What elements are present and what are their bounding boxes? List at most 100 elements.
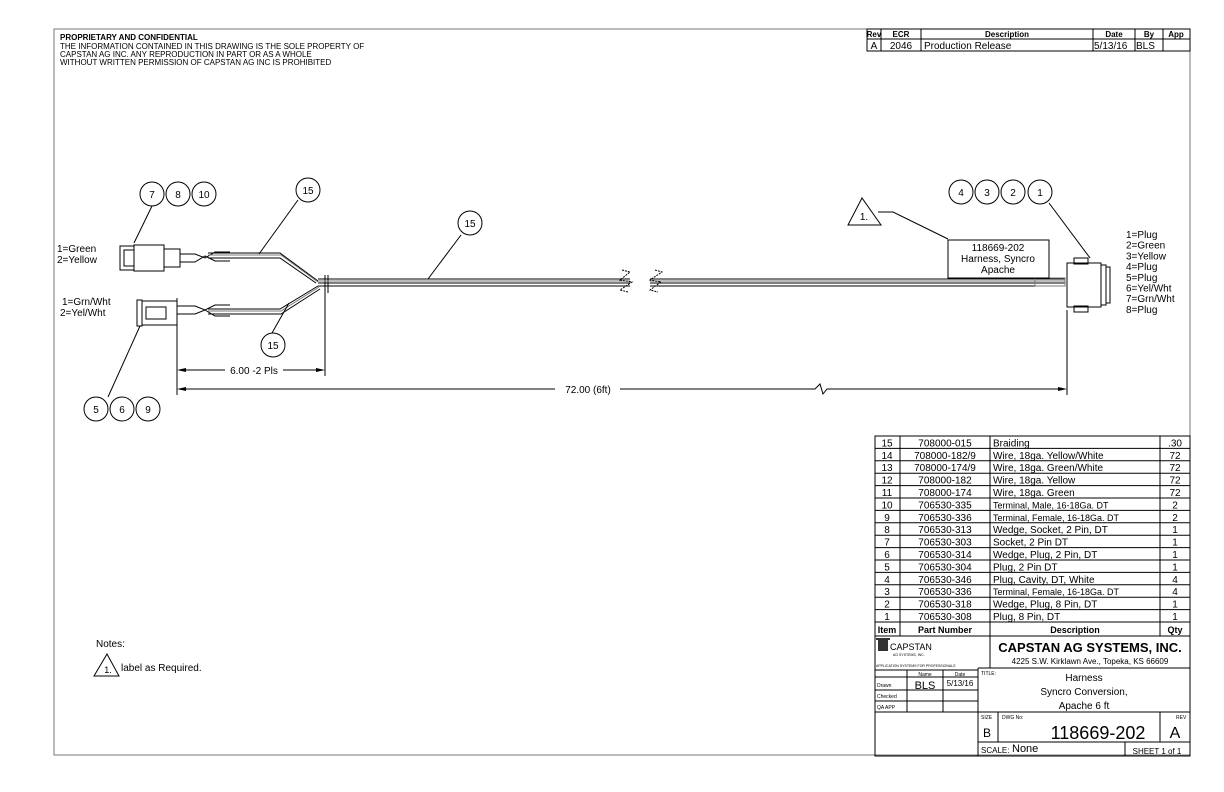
pin-label: 5=Plug xyxy=(1126,273,1157,284)
rev-by: BLS xyxy=(1136,41,1155,52)
bom-header-part: Part Number xyxy=(918,625,973,635)
bom-qty: 72 xyxy=(1169,488,1181,499)
drawing-border xyxy=(53,28,1191,756)
bom-description: Plug, Cavity, DT, White xyxy=(993,575,1095,586)
ecr-value: 2046 xyxy=(890,41,913,52)
note-flag-triangle-icon xyxy=(93,652,120,677)
harness-label-box: 118669-202 Harness, Syncro Apache xyxy=(947,239,1050,279)
bom-qty: 2 xyxy=(1172,513,1178,524)
bom-part-number: 706530-308 xyxy=(918,612,972,623)
balloon: 15 xyxy=(464,219,476,230)
bom-part-number: 708000-174 xyxy=(918,488,972,499)
bom-description: Socket, 2 Pin DT xyxy=(993,538,1068,549)
title-line: Harness xyxy=(1065,673,1102,684)
bom-item: 8 xyxy=(884,525,890,536)
bom-description: Terminal, Male, 16-18Ga. DT xyxy=(993,500,1109,510)
bom-item: 6 xyxy=(884,550,890,561)
bom-item: 3 xyxy=(884,587,890,598)
scale-value: None xyxy=(1012,743,1038,755)
bom-item: 13 xyxy=(881,463,893,474)
note-flag-label: 1. xyxy=(860,212,868,223)
bom-part-number: 708000-174/9 xyxy=(914,463,976,474)
bom-qty: 2 xyxy=(1172,500,1178,511)
bom-description: Wire, 18ga. Yellow xyxy=(993,476,1076,487)
rev-label: REV xyxy=(1176,715,1187,721)
note-flag-triangle-icon xyxy=(847,197,882,226)
connector-2pin-plug xyxy=(119,244,230,272)
bom-item: 9 xyxy=(884,513,890,524)
bom-item: 5 xyxy=(884,562,890,573)
bom-qty: 72 xyxy=(1169,451,1181,462)
bom-qty: 4 xyxy=(1172,587,1178,598)
bom-part-number: 706530-346 xyxy=(918,575,972,586)
bom-part-number: 706530-318 xyxy=(918,600,972,611)
balloon: 5 xyxy=(93,405,99,416)
bom-qty: 1 xyxy=(1172,538,1178,549)
bom-part-number: 706530-303 xyxy=(918,538,972,549)
dimension-long: 72.00 (6ft) xyxy=(565,385,611,396)
bom-item: 1 xyxy=(884,612,890,623)
title-line: Apache 6 ft xyxy=(1059,701,1110,712)
bom-qty: 1 xyxy=(1172,612,1178,623)
bom-description: Wedge, Socket, 2 Pin, DT xyxy=(993,525,1108,536)
pin-label: 1=Plug xyxy=(1126,230,1157,241)
bom-qty: 72 xyxy=(1169,476,1181,487)
balloon: 10 xyxy=(198,190,210,201)
bom-item: 14 xyxy=(881,451,893,462)
bom-description: Braiding xyxy=(993,438,1030,449)
company-name: CAPSTAN AG SYSTEMS, INC. xyxy=(998,640,1181,655)
balloon: 9 xyxy=(145,405,151,416)
pinouts: 1=Green 2=Yellow 1=Grn/Wht 2=Yel/Wht 1=P… xyxy=(57,230,1175,319)
bom-row: 2 706530-318 Wedge, Plug, 8 Pin, DT 1 xyxy=(875,596,1190,611)
dimensions: 6.00 -2 Pls 72.00 (6ft) xyxy=(176,290,1068,396)
balloon: 4 xyxy=(958,188,964,199)
pin-label: 2=Yellow xyxy=(57,255,98,266)
bom-description: Wire, 18ga. Green/White xyxy=(993,463,1103,474)
bom-description: Terminal, Female, 16-18Ga. DT xyxy=(993,513,1120,523)
app-header: App xyxy=(1168,30,1184,39)
bom-item: 7 xyxy=(884,538,890,549)
leader-lines xyxy=(107,199,1091,398)
balloon: 6 xyxy=(119,405,125,416)
pin-label: 4=Plug xyxy=(1126,262,1157,273)
bom-part-number: 706530-335 xyxy=(918,500,972,511)
balloon: 7 xyxy=(149,190,155,201)
bom-part-number: 708000-015 xyxy=(918,438,972,449)
bom-description: Plug, 8 Pin, DT xyxy=(993,612,1060,623)
balloons: 7 8 10 15 15 15 5 6 9 4 3 2 1 1. xyxy=(83,177,1053,422)
qa-label: QA APP xyxy=(877,705,896,711)
checked-label: Checked xyxy=(877,694,897,700)
pin-label: 1=Green xyxy=(57,244,96,255)
bom-qty: 1 xyxy=(1172,600,1178,611)
bom-part-number: 706530-336 xyxy=(918,513,972,524)
pin-label: 2=Yel/Wht xyxy=(60,308,106,319)
bom-qty: 1 xyxy=(1172,525,1178,536)
drawn-label: Drawn xyxy=(877,683,892,689)
bom-part-number: 706530-314 xyxy=(918,550,972,561)
notice-line: THE INFORMATION CONTAINED IN THIS DRAWIN… xyxy=(60,42,364,51)
bom-item: 2 xyxy=(884,600,890,611)
balloon: 15 xyxy=(267,341,279,352)
bom-header-qty: Qty xyxy=(1167,625,1182,635)
pin-label: 6=Yel/Wht xyxy=(1126,284,1172,295)
logo-name: CAPSTAN xyxy=(890,642,932,652)
balloon: 2 xyxy=(1010,188,1016,199)
bom-part-number: 708000-182/9 xyxy=(914,451,976,462)
bom-item: 15 xyxy=(881,438,893,449)
connector-8pin-plug xyxy=(1066,257,1111,313)
bom-item: 12 xyxy=(881,476,893,487)
size-label: SIZE xyxy=(981,715,993,721)
bom-description: Wedge, Plug, 8 Pin, DT xyxy=(993,600,1097,611)
title-block: CAPSTAN AG SYSTEMS, INC. APPLICATION SYS… xyxy=(874,635,1191,757)
confidentiality-notice: PROPRIETARY AND CONFIDENTIAL THE INFORMA… xyxy=(60,33,364,67)
